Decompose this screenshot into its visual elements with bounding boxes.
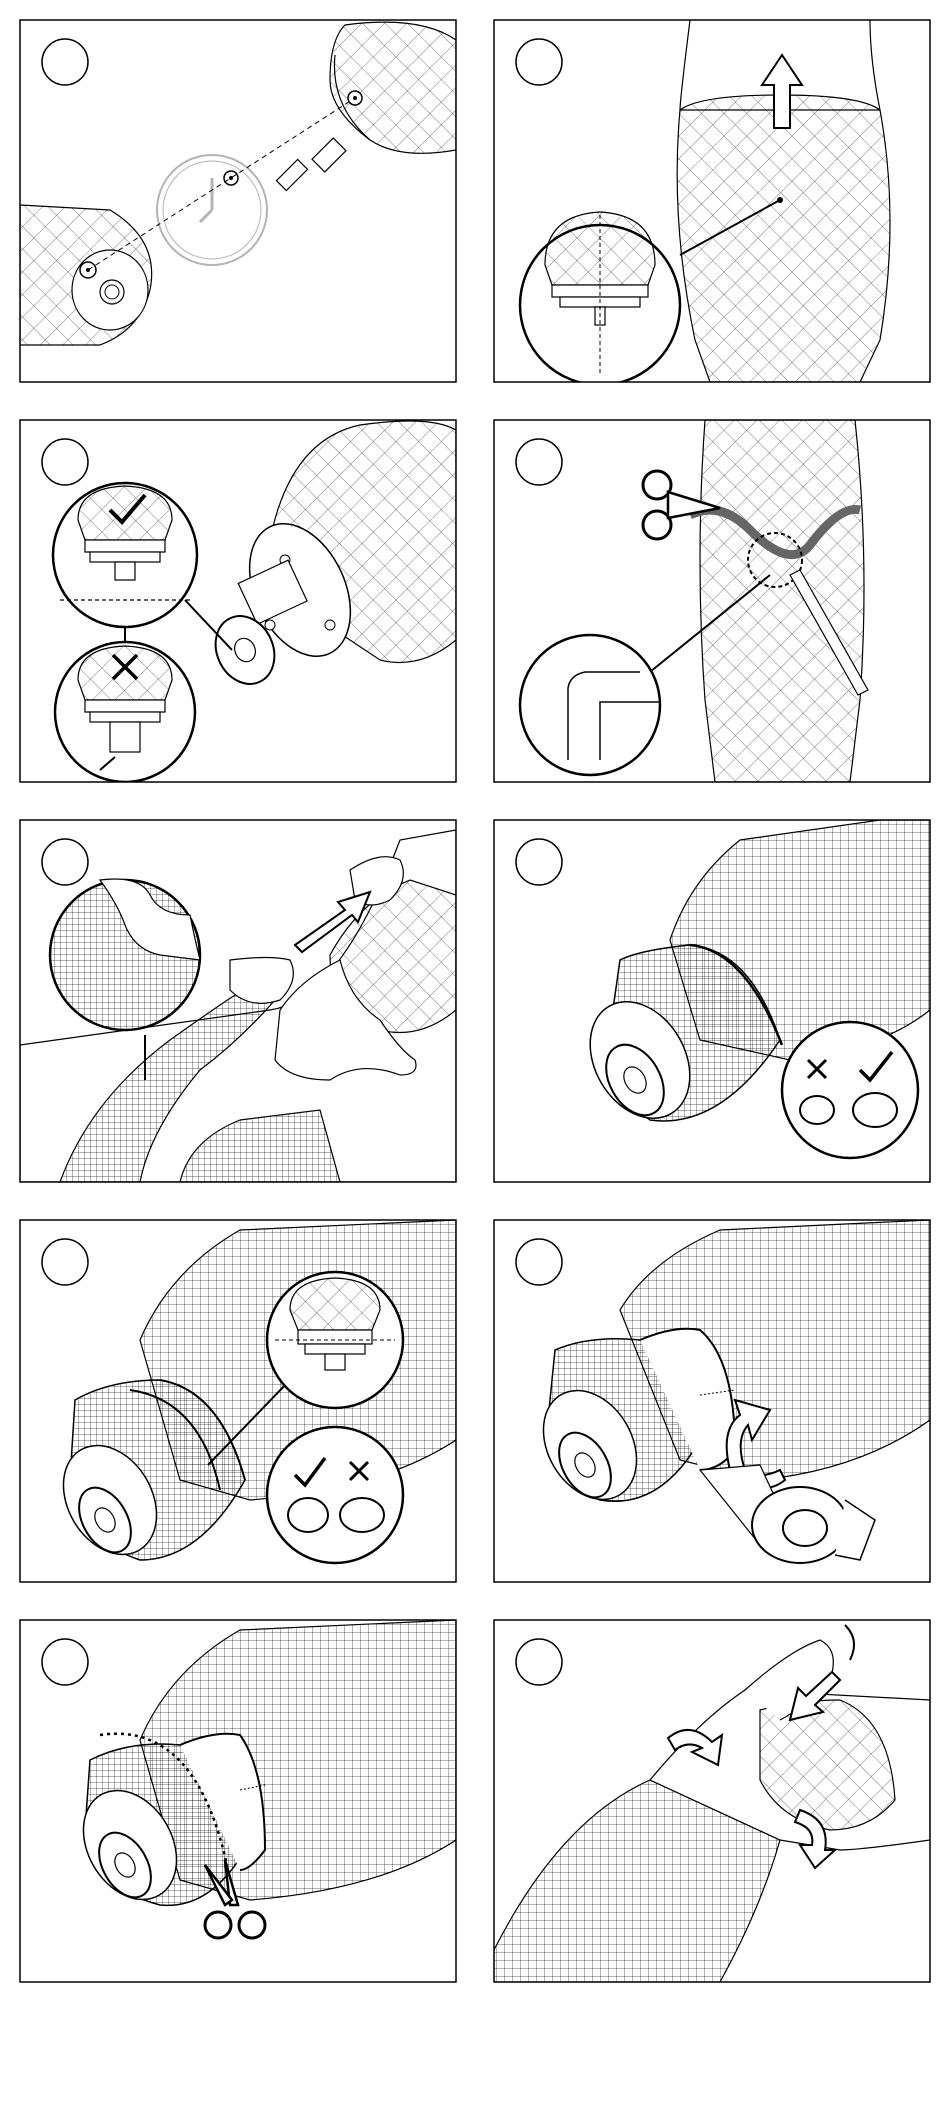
magnifier-callout	[520, 212, 680, 385]
step-9-panel	[20, 1620, 456, 1982]
magnifier-callout	[267, 1272, 403, 1408]
step-number-badge	[516, 1639, 562, 1685]
step-number-badge	[516, 1239, 562, 1285]
step-6-panel	[494, 820, 930, 1182]
step-number-badge	[42, 839, 88, 885]
step-4-panel	[494, 420, 930, 782]
tape-roll-icon	[700, 1465, 875, 1563]
step-7-panel	[20, 1220, 456, 1582]
magnifier-callout	[50, 879, 200, 1030]
step-number-badge	[42, 439, 88, 485]
clock-icon	[157, 155, 267, 265]
socket-liner-icon	[330, 22, 456, 153]
magnifier-callout	[53, 483, 197, 627]
step-number-badge	[42, 1239, 88, 1285]
magnifier-callout	[520, 635, 660, 775]
step-8-panel	[494, 1220, 930, 1582]
step-5-panel	[20, 820, 456, 1182]
step-number-badge	[516, 439, 562, 485]
lock-pin-icon	[276, 138, 346, 191]
step-2-panel	[494, 20, 930, 385]
step-number-badge	[516, 839, 562, 885]
step-3-panel	[20, 420, 456, 782]
step-10-panel	[494, 1620, 930, 1982]
step-number-badge	[42, 39, 88, 85]
step-number-badge	[516, 39, 562, 85]
step-1-panel	[20, 20, 456, 382]
magnifier-callout	[55, 642, 195, 782]
liner-icon	[700, 420, 864, 782]
step-number-badge	[42, 1639, 88, 1685]
